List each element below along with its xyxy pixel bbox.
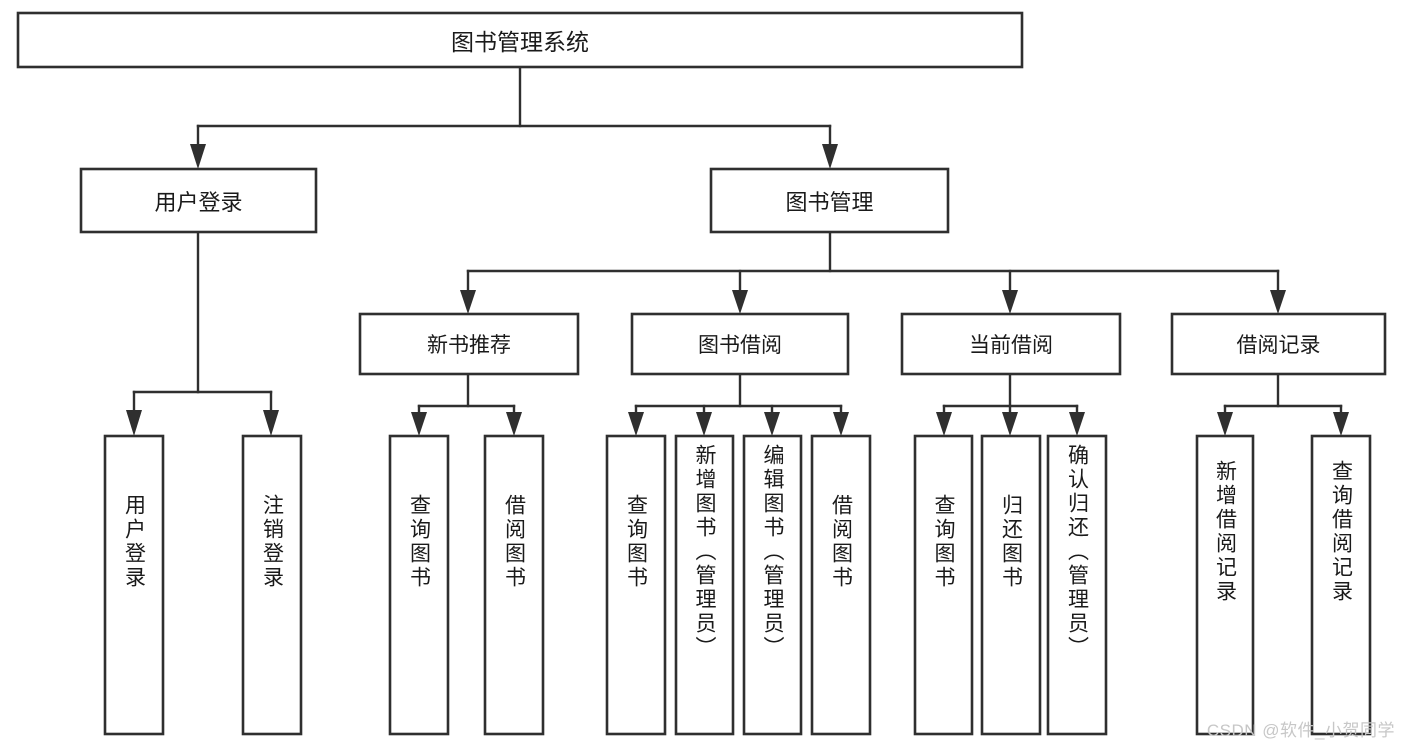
arrow-book-borrow	[732, 290, 748, 314]
arrow-leaf-return-book	[1002, 412, 1018, 436]
connector-book-management-to-level3	[460, 230, 1286, 314]
connector-book-borrow-to-leaves	[628, 372, 849, 436]
node-box-leaf-edit-book[interactable]	[742, 434, 803, 736]
node-box-current-borrow[interactable]	[900, 312, 1122, 376]
node-box-borrow-record[interactable]	[1170, 312, 1387, 376]
node-box-leaf-add-record[interactable]	[1195, 434, 1255, 736]
node-box-leaf-query-record[interactable]	[1310, 434, 1372, 736]
arrow-leaf-add-book	[696, 412, 712, 436]
arrow-leaf-edit-book	[764, 412, 780, 436]
node-box-leaf-return-book[interactable]	[980, 434, 1042, 736]
arrow-leaf-borrow-book-2	[833, 412, 849, 436]
node-box-leaf-query-book-3[interactable]	[913, 434, 974, 736]
arrow-leaf-user-login	[126, 410, 142, 436]
node-box-leaf-query-book-1[interactable]	[388, 434, 450, 736]
node-box-new-book-recommend[interactable]	[358, 312, 580, 376]
arrow-current-borrow	[1002, 290, 1018, 314]
arrow-new-book-recommend	[460, 290, 476, 314]
node-box-leaf-borrow-book-2[interactable]	[810, 434, 872, 736]
arrow-leaf-add-record	[1217, 412, 1233, 436]
connector-borrow-record-to-leaves	[1217, 372, 1349, 436]
arrow-book-management	[822, 144, 838, 169]
node-box-title[interactable]	[16, 11, 1024, 69]
arrow-leaf-confirm-return	[1069, 412, 1085, 436]
arrow-borrow-record	[1270, 290, 1286, 314]
node-box-leaf-user-logout[interactable]	[241, 434, 303, 736]
node-box-user-login[interactable]	[79, 167, 318, 234]
arrow-leaf-query-book-2	[628, 412, 644, 436]
node-box-book-management[interactable]	[709, 167, 950, 234]
node-box-leaf-query-book-2[interactable]	[605, 434, 667, 736]
node-box-leaf-user-login[interactable]	[103, 434, 165, 736]
connector-user-login-to-leaves	[126, 230, 279, 436]
node-box-leaf-add-book[interactable]	[674, 434, 735, 736]
node-box-book-borrow[interactable]	[630, 312, 850, 376]
node-box-leaf-borrow-book-1[interactable]	[483, 434, 545, 736]
arrow-leaf-borrow-book-1	[506, 412, 522, 436]
arrow-leaf-query-record	[1333, 412, 1349, 436]
arrow-leaf-query-book-1	[411, 412, 427, 436]
arrow-user-login	[190, 144, 206, 169]
connector-root-to-level2	[190, 65, 838, 169]
connector-new-book-to-leaves	[411, 372, 522, 436]
arrow-leaf-query-book-3	[936, 412, 952, 436]
arrow-leaf-user-logout	[263, 410, 279, 436]
node-box-leaf-confirm-return[interactable]	[1046, 434, 1108, 736]
connector-current-borrow-to-leaves	[936, 372, 1085, 436]
